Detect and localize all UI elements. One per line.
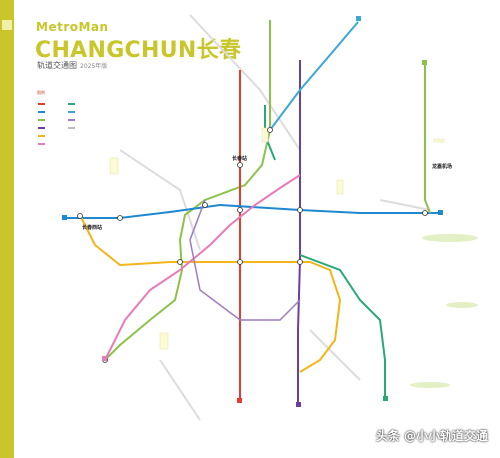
- side-stripe: [0, 0, 14, 458]
- line-6-path: [104, 174, 301, 361]
- legend-swatch-line8: [68, 103, 75, 105]
- version-text: 2025年版: [80, 63, 108, 70]
- airport-line-path: [424, 65, 431, 214]
- line-j-path: [269, 21, 359, 131]
- line-5-path: [79, 214, 342, 373]
- line-3-purple-loop: [189, 199, 301, 321]
- line-8-se-path: [299, 254, 386, 400]
- legend-swatch-line7: [68, 119, 75, 121]
- park-boxes: [109, 127, 445, 350]
- line-4-path: [297, 60, 301, 405]
- legend-swatch-line2: [38, 111, 45, 113]
- city-title: CHANGCHUN长春: [35, 38, 242, 63]
- line-3-path: [104, 20, 271, 361]
- legend-title: 图例: [37, 90, 45, 95]
- station-label-changchun: 长春站: [232, 155, 247, 162]
- legend-swatch-line5: [38, 135, 45, 137]
- station-label-changchun-west: 长春西站: [82, 224, 102, 231]
- legend-swatch-line1: [38, 103, 45, 105]
- planned-lines: [119, 14, 431, 421]
- metroman-logo-icon: [2, 20, 12, 30]
- legend-swatch-line3: [38, 119, 45, 121]
- watermark-text: 头条 @小小轨道交通: [375, 429, 488, 443]
- interchange-stations: [77, 127, 428, 363]
- station-label-airport: 龙嘉机场: [431, 163, 452, 170]
- brand-title: MetroMan: [36, 20, 109, 34]
- subtitle-text: 轨道交通图: [37, 61, 77, 70]
- legend-swatch-line4: [38, 127, 45, 129]
- legend-swatch-line6: [38, 143, 45, 145]
- legend-swatches: [38, 103, 75, 145]
- hill-decorations: [410, 234, 478, 388]
- legend-swatch-lineJ: [68, 111, 75, 113]
- terminus-markers: [62, 16, 443, 407]
- legend-swatch-planned: [68, 127, 75, 129]
